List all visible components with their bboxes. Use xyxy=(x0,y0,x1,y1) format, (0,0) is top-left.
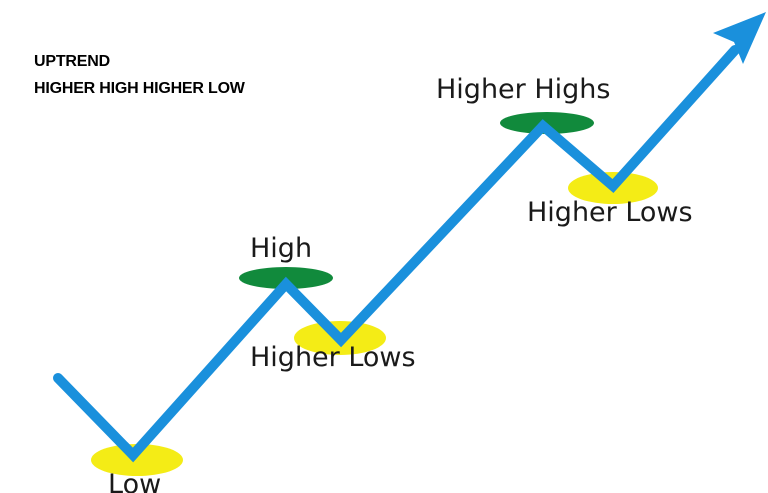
heading-title: UPTREND xyxy=(34,53,110,70)
diagram-heading: UPTREND HIGHER HIGH HIGHER LOW xyxy=(34,48,245,102)
label-higher-highs: Higher Highs xyxy=(436,74,610,105)
trend-line xyxy=(53,45,740,463)
label-high: High xyxy=(250,233,312,264)
arrow-head-icon xyxy=(713,12,766,64)
label-higher-lows-2: Higher Lows xyxy=(527,197,693,228)
label-higher-lows-1: Higher Lows xyxy=(250,342,416,373)
heading-subtitle: HIGHER HIGH HIGHER LOW xyxy=(34,80,245,97)
low-marker xyxy=(91,444,183,476)
label-low: Low xyxy=(108,469,161,493)
